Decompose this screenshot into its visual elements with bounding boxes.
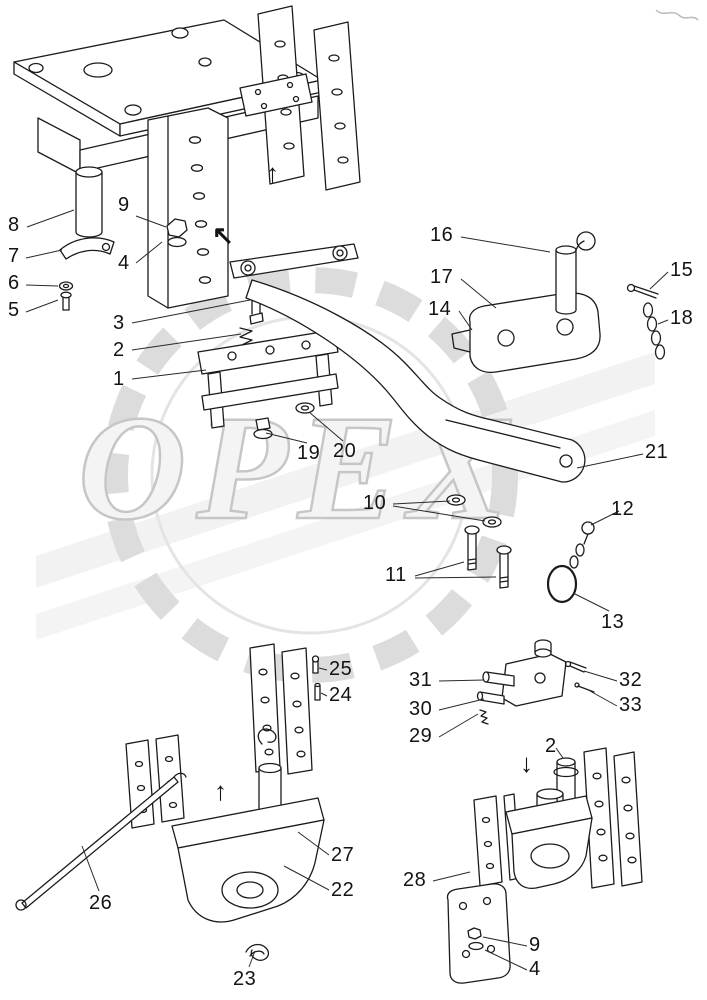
leader-line (25, 284, 59, 287)
hitch-bracket-22 (171, 797, 325, 923)
leader-line (25, 249, 63, 259)
coupling-head-29-33 (476, 639, 595, 725)
leader-line (25, 299, 59, 313)
leader-line (460, 278, 497, 309)
linch-pin-12 (581, 521, 595, 545)
vertical-channel-bracket (147, 107, 229, 309)
leader-line (26, 209, 75, 228)
leader-line (649, 271, 669, 290)
drawbar-21 (245, 279, 586, 483)
ring-chain-13 (546, 543, 585, 604)
lower-support-frame (197, 329, 339, 429)
leader-line (438, 679, 485, 682)
leader-line (460, 236, 551, 253)
lever-7 (59, 237, 115, 260)
assembly-28 (473, 747, 643, 890)
pin-8 (75, 166, 103, 238)
leader-line (432, 871, 471, 882)
leader-line (576, 453, 644, 469)
leader-line (572, 592, 610, 612)
leader-line (131, 333, 242, 351)
leader-line (265, 432, 308, 444)
hook-clip-icon (257, 728, 277, 745)
leader-line (458, 310, 473, 331)
leader-line (482, 936, 528, 947)
leader-line (320, 692, 328, 697)
upper-link-arm (229, 243, 359, 279)
leader-line (590, 510, 620, 526)
leader-line (438, 698, 485, 711)
clip-23 (245, 943, 270, 961)
bolt-25 (311, 655, 320, 674)
lower-left-rails-right (249, 643, 313, 775)
washer-6 (58, 281, 74, 291)
leader-line (392, 505, 486, 522)
leader-line (318, 667, 328, 671)
washers-10 (446, 494, 502, 528)
bolt-5 (60, 291, 72, 311)
bolts-11 (464, 525, 512, 589)
leader-line (438, 713, 479, 738)
watermark-gear (102, 267, 518, 683)
pin-16 (555, 231, 596, 315)
leader-line (589, 690, 618, 707)
washer-20 (295, 402, 315, 414)
leader-line (583, 670, 618, 682)
leader-line (131, 299, 251, 324)
leader-line (414, 561, 465, 577)
chain-18 (642, 302, 666, 360)
leader-lines (25, 209, 669, 971)
upper-right-rails (239, 5, 361, 191)
adapter-plate-9-4 (446, 883, 511, 984)
leader-line (308, 411, 344, 442)
watermark-layer: OPEX (36, 9, 699, 683)
cotter-pin-15 (626, 283, 659, 299)
corner-scribble-icon (655, 9, 699, 21)
pin-24 (314, 682, 321, 701)
leader-line (555, 747, 564, 759)
leader-line (297, 831, 330, 856)
leader-line (283, 865, 330, 891)
leader-line (135, 215, 167, 228)
leader-line (131, 369, 207, 380)
leader-line (248, 950, 256, 968)
leader-line (392, 500, 451, 505)
hitch-plate-14 (451, 292, 601, 374)
leader-line (657, 319, 669, 325)
leader-line (484, 949, 528, 971)
rod-26 (15, 772, 187, 911)
leader-line (81, 845, 100, 892)
nut-19 (253, 417, 273, 440)
leader-line (135, 241, 163, 264)
bolt-9 (166, 218, 188, 248)
leader-line (414, 576, 497, 579)
